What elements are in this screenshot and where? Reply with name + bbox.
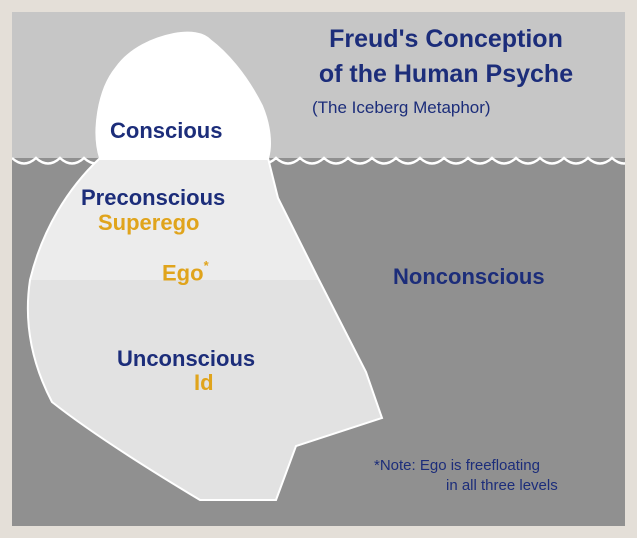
title-line-1: Freud's Conception bbox=[329, 25, 563, 53]
subtitle: (The Iceberg Metaphor) bbox=[312, 98, 491, 117]
note-line-1: *Note: Ego is freefloating bbox=[374, 457, 540, 474]
title-line-2: of the Human Psyche bbox=[318, 60, 574, 88]
note-line-2: in all three levels bbox=[446, 477, 558, 494]
nonconscious-label: Nonconscious bbox=[393, 264, 545, 289]
preconscious-label: Preconscious bbox=[81, 185, 226, 210]
ego-text: Ego bbox=[162, 260, 204, 286]
unconscious-label: Unconscious bbox=[117, 346, 256, 371]
ego-footnote-mark: * bbox=[203, 258, 209, 273]
ego-label: Ego* bbox=[162, 258, 209, 286]
superego-label: Superego bbox=[98, 210, 200, 235]
id-label: Id bbox=[194, 370, 214, 395]
conscious-label: Conscious bbox=[110, 118, 223, 143]
